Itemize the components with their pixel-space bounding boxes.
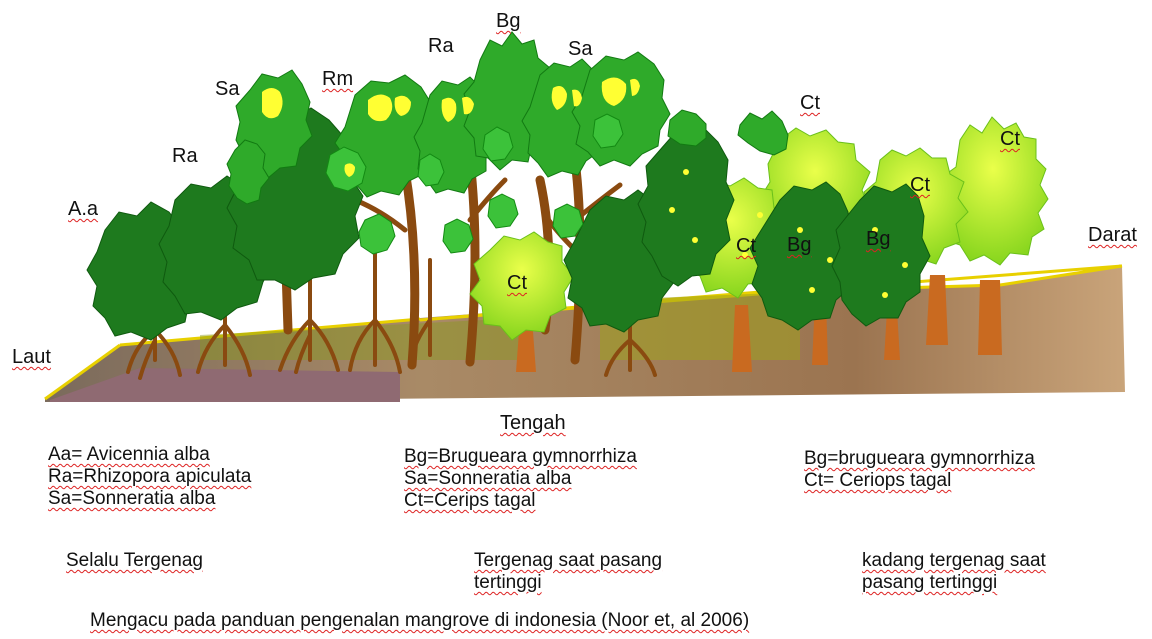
tree-label-bg-a: Bg [787, 234, 811, 256]
tree-label-ct-b: Ct [910, 174, 930, 196]
tree-label-sa-top: Sa [568, 38, 592, 60]
legend-item: Sa=Sonneratia alba [48, 488, 251, 510]
legend-item: Bg=brugueara gymnorrhiza [804, 448, 1035, 470]
legend-item: Ct= Ceriops tagal [804, 470, 1035, 492]
tree-label-rm: Rm [322, 68, 353, 90]
tree-label-sa-left: Sa [215, 78, 239, 100]
tree-label-bg-b: Bg [866, 228, 890, 250]
zone-label-sea: Laut [12, 346, 51, 368]
tree-label-bg-top: Bg [496, 10, 520, 32]
legend-item: Bg=Brugueara gymnorrhiza [404, 446, 637, 468]
tree-label-ct-a: Ct [736, 235, 756, 257]
tree-label-ra-top: Ra [428, 35, 454, 57]
tree-label-ra-left: Ra [172, 145, 198, 167]
inundation-left: Selalu Tergenag [66, 550, 203, 572]
legend-right: Bg=brugueara gymnorrhiza Ct= Ceriops tag… [804, 448, 1035, 492]
tree-label-aa: A.a [68, 198, 98, 220]
zone-label-middle: Tengah [500, 412, 566, 434]
legend-middle: Bg=Brugueara gymnorrhiza Sa=Sonneratia a… [404, 446, 637, 512]
legend-item: Sa=Sonneratia alba [404, 468, 637, 490]
legend-left: Aa= Avicennia alba Ra=Rhizopora apiculat… [48, 444, 251, 510]
tree-label-ct-mid: Ct [507, 272, 527, 294]
zone-label-land: Darat [1088, 224, 1137, 246]
legend-item: Aa= Avicennia alba [48, 444, 251, 466]
inundation-right: kadang tergenag saat pasang tertinggi [862, 550, 1046, 594]
mangrove-zonation-illustration [0, 0, 1152, 420]
source-citation: Mengacu pada panduan pengenalan mangrove… [90, 610, 749, 632]
legend-item: Ra=Rhizopora apiculata [48, 466, 251, 488]
tree-label-ct-top: Ct [800, 92, 820, 114]
tree-label-ct-c: Ct [1000, 128, 1020, 150]
legend-item: Ct=Cerips tagal [404, 490, 637, 512]
inundation-middle: Tergenag saat pasang tertinggi [474, 550, 662, 594]
